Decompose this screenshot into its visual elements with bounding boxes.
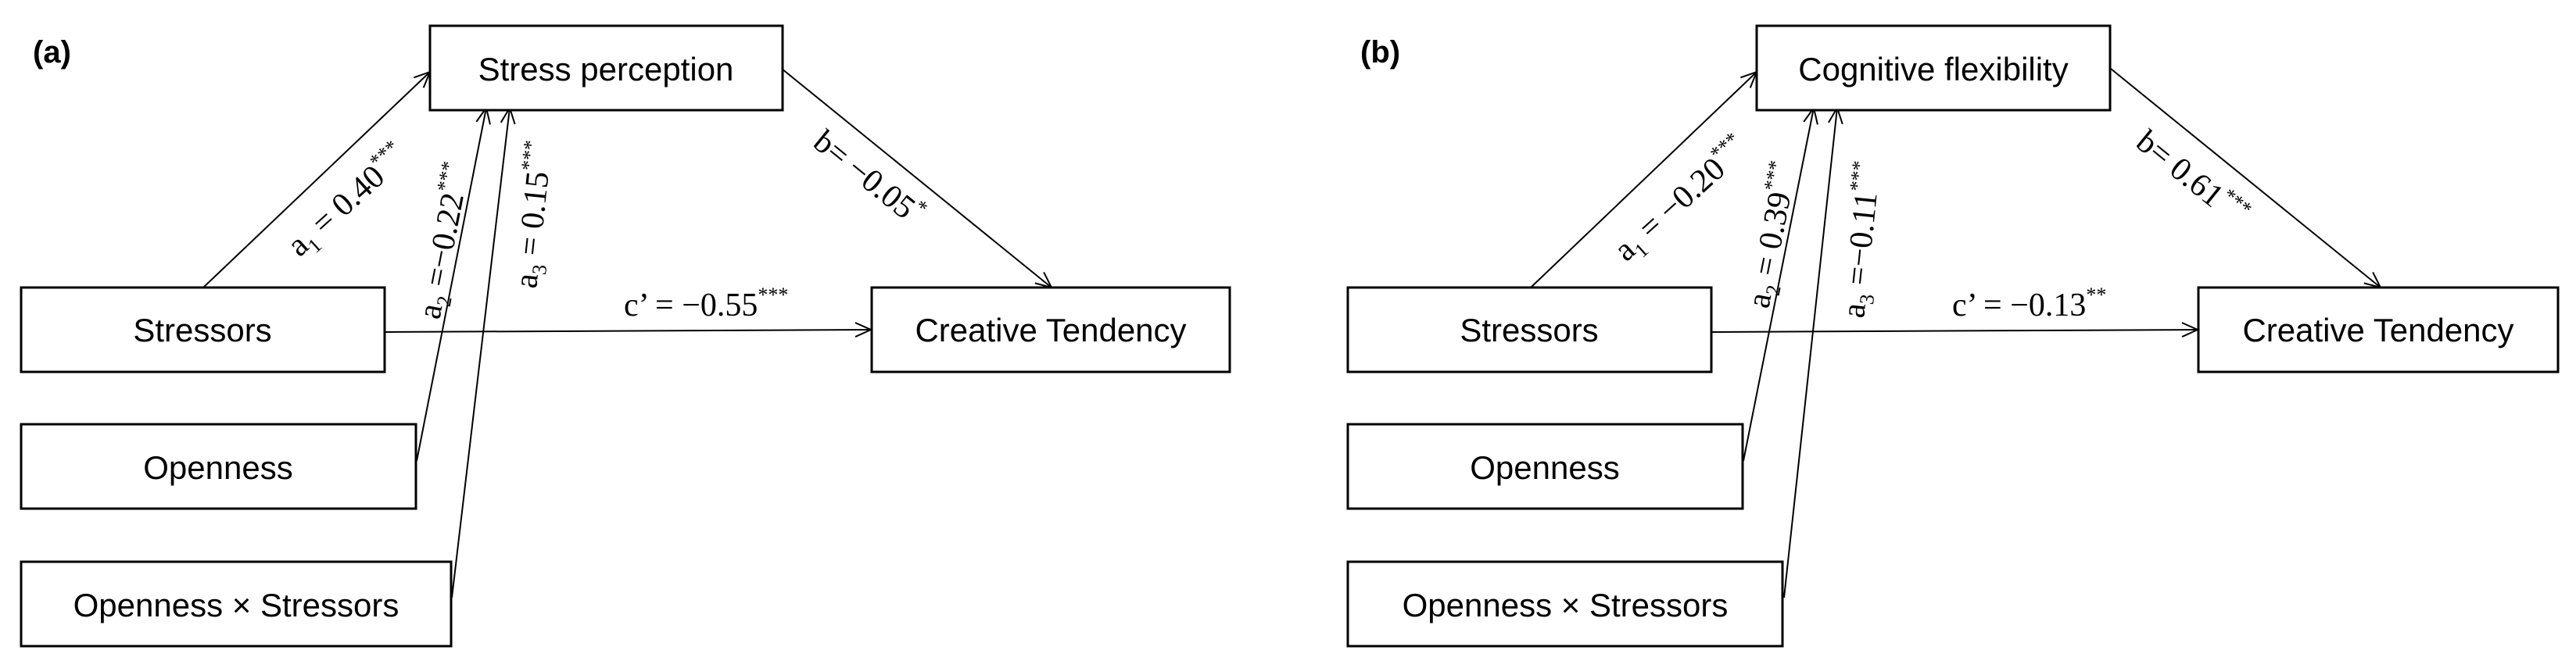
panel-b-path-a2-arrow — [1743, 108, 1814, 462]
panel-b-interaction-box: Openness × Stressors — [1346, 560, 1784, 648]
panel-a-label: (a) — [33, 35, 71, 70]
panel-a-mediator-label: Stress perception — [478, 51, 734, 88]
panel-b-stressors-label: Stressors — [1460, 312, 1598, 348]
panel-b-label: (b) — [1360, 35, 1400, 70]
panel-a-outcome-label: Creative Tendency — [915, 312, 1186, 348]
panel-b-coef-b: b= 0.61*** — [2130, 120, 2256, 234]
panel-a-interaction-box: Openness × Stressors — [20, 560, 453, 648]
panel-a-stressors-label: Stressors — [133, 312, 271, 348]
panel-b-interaction-label: Openness × Stressors — [1403, 587, 1729, 623]
panel-b-path-a1-arrow — [1530, 72, 1757, 288]
panel-b-coef-a2: a2 = 0.39*** — [1737, 159, 1809, 312]
panel-b-outcome-box: Creative Tendency — [2197, 286, 2560, 373]
panel-a-coef-a3: a3 = 0.15*** — [504, 139, 564, 291]
panel-a-coef-c: c’ = −0.55*** — [624, 284, 788, 323]
panel-a-stressors-box: Stressors — [20, 286, 386, 373]
panel-a-mediator-box: Stress perception — [428, 24, 784, 112]
panel-b-outcome-label: Creative Tendency — [2242, 312, 2513, 348]
panel-b: (b) Cognitive flexibility Stressors Open… — [1346, 24, 2560, 648]
panel-a: (a) Stress perception Stressors Openness… — [20, 24, 1231, 648]
panel-b-openness-label: Openness — [1470, 449, 1619, 486]
panel-a-coef-b: b= −0.05* — [807, 120, 933, 233]
panel-a-path-a1-arrow — [202, 72, 430, 288]
panel-b-coef-a3: a3 =−0.11*** — [1832, 159, 1893, 320]
panel-b-path-a3-arrow — [1783, 108, 1837, 598]
panel-a-coef-a1: a1 = 0.40*** — [278, 135, 417, 267]
panel-b-stressors-box: Stressors — [1346, 286, 1713, 373]
panel-a-path-a3-arrow — [451, 108, 510, 598]
panel-b-openness-box: Openness — [1346, 423, 1744, 510]
panel-b-coef-c: c’ = −0.13** — [1952, 284, 2106, 323]
panel-b-path-b-arrow — [2110, 68, 2381, 288]
panel-b-mediator-label: Cognitive flexibility — [1798, 51, 2068, 88]
panel-a-openness-box: Openness — [20, 423, 417, 510]
panel-a-path-c-arrow — [385, 330, 871, 332]
panel-b-mediator-box: Cognitive flexibility — [1755, 24, 2112, 112]
panel-b-coef-a1: a1 = −0.20*** — [1605, 127, 1758, 272]
panel-a-interaction-label: Openness × Stressors — [73, 587, 399, 623]
panel-a-path-a2-arrow — [416, 108, 486, 462]
panel-a-openness-label: Openness — [143, 449, 292, 486]
panel-a-path-b-arrow — [781, 68, 1052, 288]
panel-a-outcome-box: Creative Tendency — [870, 286, 1231, 373]
panel-b-path-c-arrow — [1711, 330, 2198, 332]
